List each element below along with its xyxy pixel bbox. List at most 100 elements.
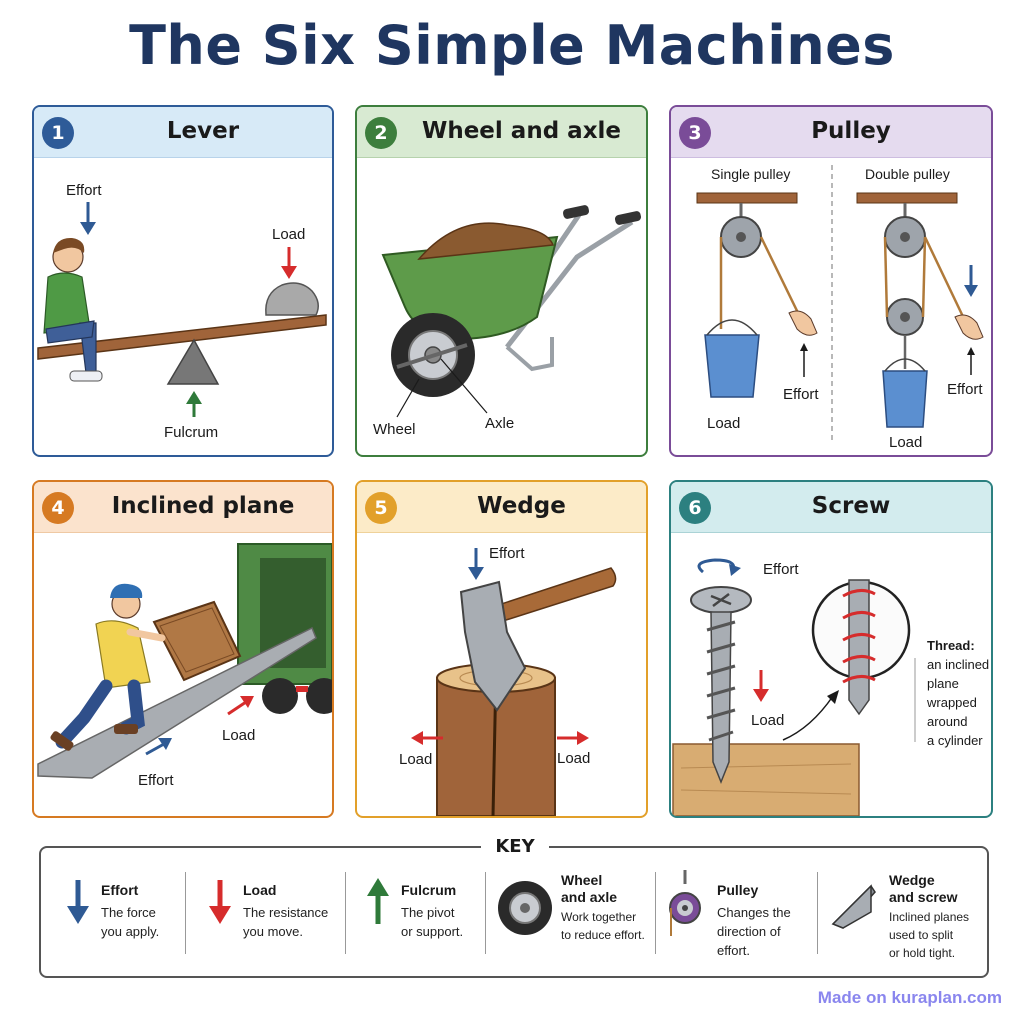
wheelbarrow-illustration: Wheel Axle xyxy=(373,205,642,438)
load-label-right: Load xyxy=(557,750,590,767)
screw xyxy=(690,586,752,785)
key-desc: direction of xyxy=(717,924,781,939)
axle-icon xyxy=(396,343,468,369)
wedge-illustration: Effort Load Load xyxy=(399,545,617,816)
axe-head xyxy=(459,580,527,712)
key-item-effort: Effort The force you apply. xyxy=(41,848,185,976)
card-pulley: 3 Pulley Single pulley Double pulley Loa… xyxy=(669,105,993,457)
fulcrum-label: Fulcrum xyxy=(164,424,218,441)
key-name: and axle xyxy=(561,889,618,905)
double-pulley xyxy=(856,192,984,428)
thread-line: an inclined xyxy=(927,657,989,672)
lever-illustration: Effort Load Fulcrum xyxy=(37,182,327,441)
effort-label: Effort xyxy=(138,772,174,789)
wheel-icon xyxy=(498,881,552,935)
load-label: Load xyxy=(272,226,305,243)
key-divider xyxy=(817,872,818,954)
card-header xyxy=(357,482,646,533)
card-number: 3 xyxy=(679,117,711,149)
key-legend: KEY Effort The force you apply. Load The… xyxy=(39,836,989,978)
card-inclined-plane: 4 Inclined plane Load xyxy=(32,480,334,818)
key-divider xyxy=(345,872,346,954)
key-desc: you move. xyxy=(243,924,303,939)
key-name: Pulley xyxy=(717,882,759,898)
magnifier-detail xyxy=(811,579,911,716)
wheel-label: Wheel xyxy=(373,421,416,438)
fulcrum-triangle xyxy=(166,338,220,385)
load-label: Load xyxy=(222,727,255,744)
axe-handle xyxy=(476,567,617,629)
key-divider xyxy=(485,872,486,954)
key-name: and screw xyxy=(889,889,958,905)
effort-arrow-icon xyxy=(964,265,978,297)
screw-illustration: Effort Load Thread: an inclined plane wr… xyxy=(672,558,989,816)
key-name: Wheel xyxy=(561,872,603,888)
load-arrow-icon xyxy=(209,880,231,924)
card-header xyxy=(671,482,991,533)
load-arrow-icon xyxy=(411,731,443,745)
key-desc: The resistance xyxy=(243,905,329,920)
card-header xyxy=(34,107,332,158)
card-title: Inclined plane xyxy=(111,493,295,519)
rock-icon xyxy=(265,282,319,316)
thread-line: plane xyxy=(927,676,959,691)
single-pulley xyxy=(696,192,818,398)
card-title: Lever xyxy=(166,118,240,144)
card-header xyxy=(671,107,991,158)
card-number: 1 xyxy=(42,117,74,149)
key-desc: used to split xyxy=(889,928,954,942)
key-name: Load xyxy=(243,882,277,898)
key-item-pulley: Pulley Changes the direction of effort. xyxy=(655,848,817,976)
key-title: KEY xyxy=(481,836,549,857)
effort-label: Effort xyxy=(783,386,819,403)
load-label: Load xyxy=(889,434,922,451)
effort-arrow-icon xyxy=(967,347,975,375)
load-label: Load xyxy=(751,712,784,729)
key-desc: The pivot xyxy=(401,905,455,920)
key-desc: The force xyxy=(101,905,156,920)
thread-title: Thread: xyxy=(927,638,975,653)
load-label-left: Load xyxy=(399,751,432,768)
key-desc: or hold tight. xyxy=(889,946,956,960)
effort-arrow-icon xyxy=(468,548,484,580)
card-title: Wheel and axle xyxy=(421,118,622,144)
effort-label: Effort xyxy=(947,381,983,398)
card-title: Wedge xyxy=(477,493,566,519)
wedge-icon xyxy=(831,884,876,929)
load-arrow-icon xyxy=(557,731,589,745)
load-arrow-icon xyxy=(753,670,769,702)
truck xyxy=(237,543,332,714)
key-divider xyxy=(185,872,186,954)
worker-figure xyxy=(50,583,166,751)
pulley-illustration: Single pulley Double pulley Load Effort xyxy=(696,165,984,451)
effort-arrow-icon xyxy=(800,343,808,377)
single-pulley-label: Single pulley xyxy=(711,166,790,182)
key-desc: Changes the xyxy=(717,905,791,920)
thread-line: wrapped xyxy=(926,695,977,710)
card-screw: 6 Screw Effort Load Thread: an i xyxy=(669,480,993,818)
load-label: Load xyxy=(707,415,740,432)
load-arrow-icon xyxy=(281,247,297,279)
key-item-load: Load The resistance you move. xyxy=(185,848,345,976)
card-lever: 1 Lever Effort Load Fulcrum xyxy=(32,105,334,457)
box xyxy=(152,600,242,682)
effort-label: Effort xyxy=(763,561,799,578)
key-desc: or support. xyxy=(401,924,464,939)
page-title: The Six Simple Machines xyxy=(129,14,895,77)
boy-figure xyxy=(43,237,103,382)
key-desc: you apply. xyxy=(101,924,160,939)
key-desc: to reduce effort. xyxy=(561,928,645,942)
thread-line: a cylinder xyxy=(927,733,983,748)
card-number: 2 xyxy=(365,117,397,149)
card-number: 4 xyxy=(42,492,74,524)
effort-arrow-icon xyxy=(80,202,96,235)
key-divider xyxy=(655,872,656,954)
footer-credit: Made on kuraplan.com xyxy=(817,988,1002,1007)
key-name: Fulcrum xyxy=(401,882,457,898)
inclined-plane-illustration: Load Effort xyxy=(37,543,332,789)
pulley-icon xyxy=(669,870,701,936)
card-header xyxy=(34,482,332,533)
axle-label: Axle xyxy=(485,415,514,432)
thread-line: around xyxy=(927,714,967,729)
wood-board xyxy=(672,743,860,816)
